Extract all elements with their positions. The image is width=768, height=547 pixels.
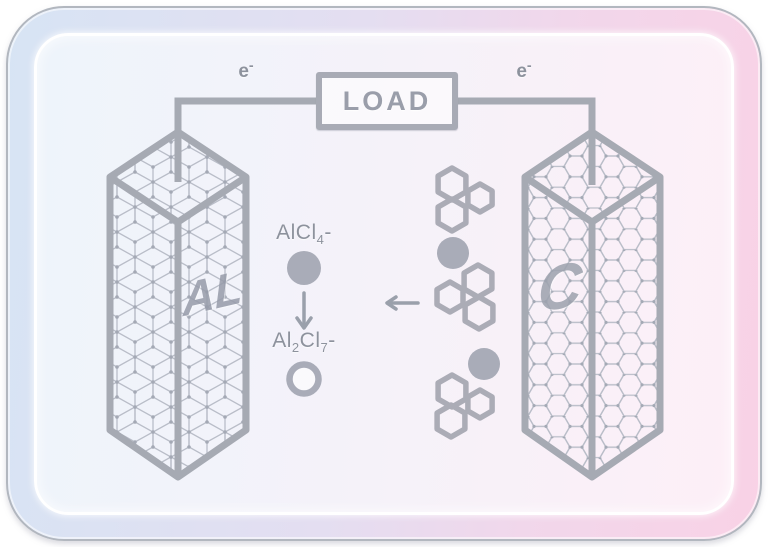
reduced-ion-formula: Al2Cl7- (272, 329, 336, 356)
oxidized-ion-formula: AlCl4- (276, 221, 332, 248)
graphene-cluster-middle-icon (434, 262, 496, 332)
graphite-electrode (521, 128, 664, 481)
left-arrow-icon (385, 295, 420, 311)
aluminum-electrode-edges (108, 174, 248, 477)
wire-left (174, 97, 316, 182)
wire-right (458, 97, 596, 185)
graphene-cluster-top-icon (435, 165, 495, 234)
aluminum-electrode (106, 128, 250, 481)
graphite-electrode-edges (523, 174, 662, 477)
cathode-material-label: C (536, 248, 584, 327)
load-label: LOAD (342, 85, 432, 116)
intercalating-ion-circle-1 (437, 237, 469, 269)
graphene-cluster-bottom-icon (434, 372, 495, 440)
al2cl7-ion-circle (286, 361, 322, 397)
electron-label-left: e- (238, 58, 254, 83)
electron-label-right: e- (516, 58, 532, 83)
intercalating-ion-circle-2 (468, 348, 500, 380)
alcl4-ion-circle (287, 251, 321, 285)
load-box: LOAD (316, 72, 458, 130)
down-arrow-icon (295, 291, 313, 330)
